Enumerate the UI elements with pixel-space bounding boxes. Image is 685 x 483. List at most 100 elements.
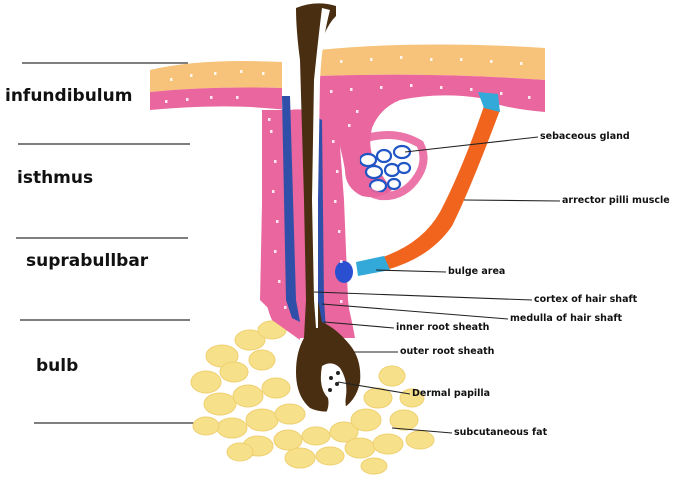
dermal-papilla-shape bbox=[320, 363, 350, 416]
fat-globule bbox=[389, 409, 419, 431]
tissue-speckle bbox=[380, 86, 383, 89]
callout-arrector-pili: arrector pilli muscle bbox=[562, 195, 670, 206]
fat-globule bbox=[232, 384, 264, 408]
fat-globule bbox=[219, 361, 249, 383]
callout-outer-root-sheath: outer root sheath bbox=[400, 346, 495, 357]
tissue-speckle bbox=[186, 98, 189, 101]
tissue-speckle bbox=[460, 58, 463, 61]
leader-inner-root bbox=[323, 321, 395, 329]
tissue-speckle bbox=[336, 170, 339, 173]
fat-globule bbox=[360, 457, 388, 475]
leader-sebaceous bbox=[404, 136, 539, 153]
papilla-dot bbox=[335, 382, 339, 386]
tissue-speckle bbox=[330, 90, 333, 93]
tissue-speckle bbox=[270, 130, 273, 133]
papilla-dot bbox=[329, 376, 333, 380]
fat-globule bbox=[203, 392, 237, 416]
tissue-speckle bbox=[276, 220, 279, 223]
muscle-top-attachment bbox=[478, 92, 500, 112]
tissue-speckle bbox=[440, 86, 443, 89]
tissue-speckle bbox=[262, 72, 265, 75]
fat-globule bbox=[226, 442, 254, 462]
fat-globule bbox=[248, 349, 276, 371]
tissue-speckle bbox=[165, 100, 168, 103]
hair-shaft bbox=[296, 3, 361, 412]
sebaceous-gland-cells bbox=[358, 144, 412, 194]
arrector-pili-muscle bbox=[380, 106, 500, 270]
leader-cortex bbox=[313, 291, 533, 301]
tissue-speckle bbox=[240, 70, 243, 73]
tissue-speckle bbox=[520, 62, 523, 65]
tissue-speckle bbox=[272, 190, 275, 193]
bulge-area-shape bbox=[335, 261, 353, 283]
fat-globule bbox=[273, 429, 303, 451]
tissue-speckle bbox=[348, 124, 351, 127]
papilla-dot bbox=[336, 371, 340, 375]
sebaceous-lobe bbox=[352, 131, 428, 201]
region-label-infundibulum: infundibulum bbox=[5, 86, 133, 106]
leader-bulge bbox=[375, 269, 447, 273]
tissue-speckle bbox=[340, 300, 343, 303]
tissue-speckle bbox=[236, 96, 239, 99]
fat-globule bbox=[378, 365, 406, 387]
tissue-speckle bbox=[370, 58, 373, 61]
tissue-speckle bbox=[214, 72, 217, 75]
tissue-speckle bbox=[400, 56, 403, 59]
tissue-speckle bbox=[284, 306, 287, 309]
fat-globule bbox=[405, 430, 435, 450]
callout-inner-root-sheath: inner root sheath bbox=[396, 322, 490, 333]
leader-papilla bbox=[337, 381, 411, 395]
medulla-core bbox=[312, 8, 330, 328]
fat-globule bbox=[261, 377, 291, 399]
region-label-suprabullbar: suprabullbar bbox=[26, 251, 149, 271]
fat-globule bbox=[192, 416, 220, 436]
fat-globule bbox=[284, 447, 316, 469]
region-label-bulb: bulb bbox=[36, 356, 79, 376]
tissue-speckle bbox=[356, 110, 359, 113]
leader-fat bbox=[391, 427, 453, 434]
tissue-speckle bbox=[340, 60, 343, 63]
leader-medulla bbox=[321, 303, 509, 320]
callout-sebaceous-gland: sebaceous gland bbox=[540, 131, 630, 142]
tissue-speckle bbox=[340, 260, 343, 263]
fat-globule bbox=[216, 417, 248, 439]
tissue-speckle bbox=[410, 84, 413, 87]
epidermis-left bbox=[150, 61, 282, 92]
fat-globule bbox=[329, 421, 359, 443]
muscle-bottom-attachment bbox=[356, 256, 390, 276]
tissue-speckle bbox=[430, 58, 433, 61]
tissue-speckle bbox=[338, 230, 341, 233]
callout-subcutaneous-fat: subcutaneous fat bbox=[454, 427, 548, 438]
epidermis-right bbox=[318, 44, 545, 80]
tissue-speckle bbox=[278, 280, 281, 283]
tissue-speckle bbox=[528, 96, 531, 99]
fat-globule bbox=[315, 446, 345, 466]
fat-globule bbox=[190, 370, 222, 394]
fat-globule bbox=[344, 437, 376, 459]
callout-cortex: cortex of hair shaft bbox=[534, 294, 638, 305]
tissue-speckle bbox=[490, 60, 493, 63]
tissue-speckle bbox=[274, 160, 277, 163]
fat-globule bbox=[372, 433, 404, 455]
callout-dermal-papilla: Dermal papilla bbox=[412, 388, 491, 399]
leader-arrector bbox=[463, 199, 561, 202]
region-label-isthmus: isthmus bbox=[17, 168, 94, 188]
callout-bulge-area: bulge area bbox=[448, 266, 506, 277]
fat-globule bbox=[274, 403, 306, 425]
tissue-speckle bbox=[170, 78, 173, 81]
tissue-speckle bbox=[500, 92, 503, 95]
tissue-speckle bbox=[332, 140, 335, 143]
tissue-speckle bbox=[268, 118, 271, 121]
tissue-speckle bbox=[190, 74, 193, 77]
subcutaneous-fat-cluster bbox=[190, 320, 435, 475]
tissue-speckle bbox=[350, 88, 353, 91]
fat-globule bbox=[350, 408, 382, 432]
dermis-right bbox=[318, 74, 545, 198]
papilla-dot bbox=[328, 388, 332, 392]
tissue-speckle bbox=[274, 250, 277, 253]
fat-globule bbox=[363, 387, 393, 409]
tissue-speckle bbox=[470, 88, 473, 91]
fat-globule bbox=[301, 426, 331, 446]
